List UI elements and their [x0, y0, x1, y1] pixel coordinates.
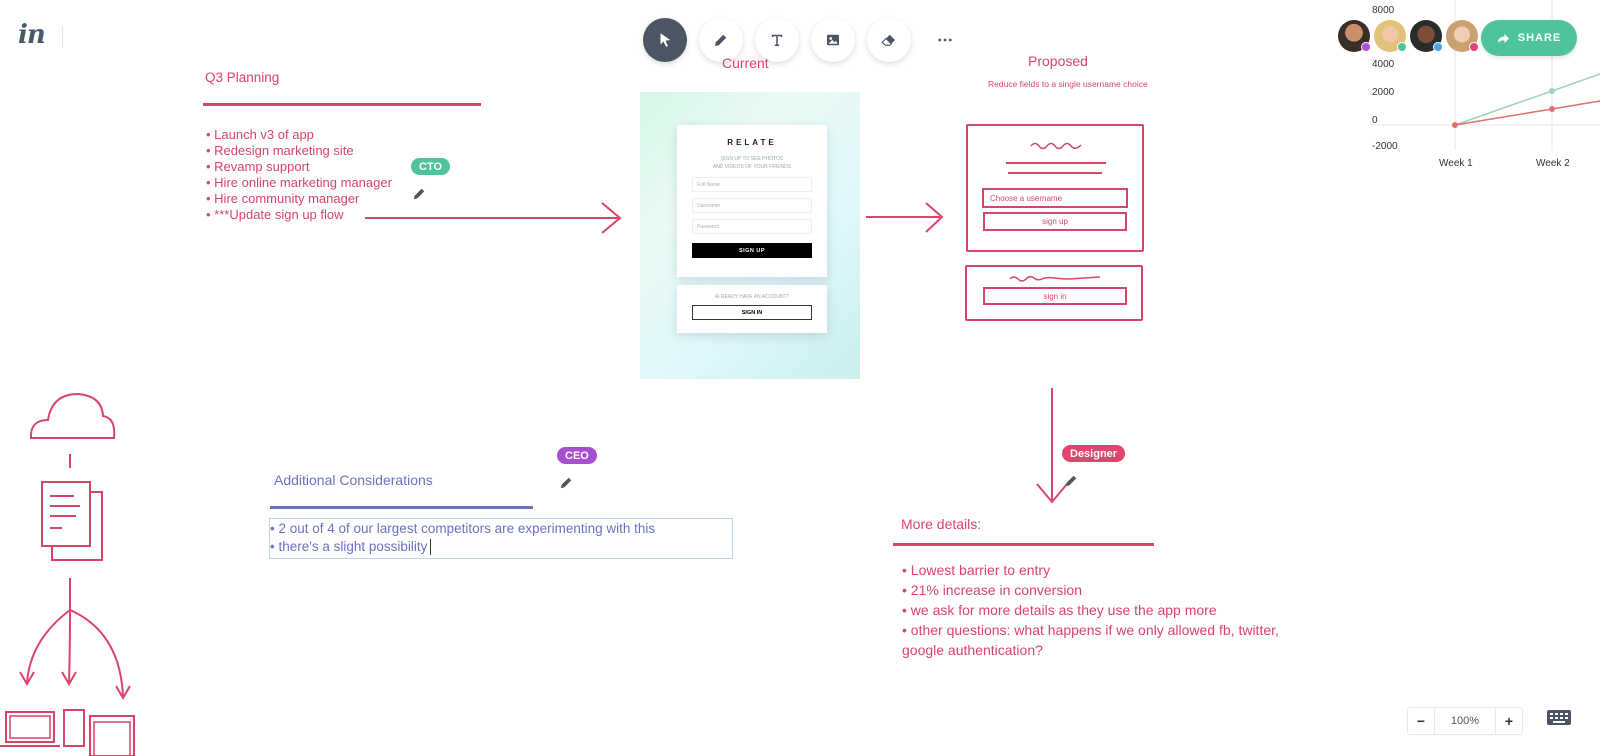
- more-icon: [938, 38, 952, 42]
- zoom-in-button[interactable]: +: [1504, 713, 1514, 729]
- share-arrow-icon: [1497, 33, 1509, 43]
- share-button[interactable]: SHARE: [1481, 20, 1577, 56]
- signin-card: ALREADY HAVE AN ACCOUNT? SIGN IN: [677, 285, 827, 333]
- chart-y-tick: 0: [1372, 115, 1378, 126]
- list-item: • Hire community manager: [206, 191, 360, 206]
- more-details-list[interactable]: • Lowest barrier to entry • 21% increase…: [902, 560, 1322, 660]
- relate-logo: RELATE: [727, 138, 777, 147]
- chart-y-tick: -2000: [1372, 141, 1398, 152]
- chart-point: [1549, 88, 1555, 94]
- considerations-text-editor[interactable]: • 2 out of 4 of our largest competitors …: [269, 518, 733, 559]
- pen-tool-button[interactable]: [699, 18, 743, 62]
- cursor-icon: [660, 33, 671, 47]
- more-details-underline: [893, 543, 1154, 546]
- presence-dot: [1433, 42, 1443, 52]
- logo-divider: [62, 26, 63, 48]
- q3-underline: [203, 103, 481, 106]
- list-item: • 21% increase in conversion: [902, 582, 1082, 598]
- avatar[interactable]: [1374, 20, 1407, 52]
- current-label[interactable]: Current: [722, 55, 769, 71]
- list-item: • Hire online marketing manager: [206, 175, 392, 190]
- signup-subtitle-line: AND VIDEOS OF YOUR FRIENDS: [712, 164, 792, 170]
- eraser-icon: [881, 34, 895, 46]
- q3-planning-title[interactable]: Q3 Planning: [205, 70, 280, 85]
- zoom-out-button[interactable]: −: [1416, 713, 1426, 729]
- chart-point: [1549, 106, 1555, 112]
- list-item: • Revamp support: [206, 159, 310, 174]
- proposed-signin-wireframe[interactable]: sign in: [965, 265, 1143, 321]
- chart-x-tick: Week 1: [1439, 158, 1473, 169]
- considerations-line: • 2 out of 4 of our largest competitors …: [270, 521, 656, 536]
- additional-considerations-title[interactable]: Additional Considerations: [274, 472, 433, 488]
- collaborator-pencil-icon: [559, 476, 573, 495]
- q3-list[interactable]: • Launch v3 of app • Redesign marketing …: [206, 127, 392, 223]
- password-field: Password: [692, 219, 812, 234]
- more-details-title[interactable]: More details:: [901, 516, 982, 532]
- select-tool-button[interactable]: [643, 18, 687, 62]
- ceo-cursor-badge: CEO: [557, 447, 597, 464]
- list-item: • other questions: what happens if we on…: [902, 622, 1279, 658]
- cto-cursor-badge: CTO: [411, 158, 451, 175]
- collaborator-pencil-icon: [1064, 474, 1078, 493]
- wireframe-signin-button: sign in: [983, 287, 1127, 305]
- scribble-line: [1006, 162, 1106, 164]
- mini-line-chart: 8000 4000 2000 0 -2000 Week 1 Week 2: [1372, 0, 1600, 169]
- keyboard-shortcuts-icon[interactable]: [1546, 707, 1572, 729]
- chart-y-tick: 8000: [1372, 5, 1395, 16]
- presence-dot: [1361, 42, 1371, 52]
- full-name-field: Full Name: [692, 177, 812, 192]
- invision-logo[interactable]: in: [18, 20, 46, 50]
- cloud-sketch: [29, 392, 116, 439]
- list-item: • Redesign marketing site: [206, 143, 354, 158]
- image-icon: [827, 34, 839, 46]
- proposed-subtitle[interactable]: Reduce fields to a single username choic…: [988, 79, 1148, 89]
- have-account-text: ALREADY HAVE AN ACCOUNT?: [714, 294, 790, 300]
- more-tools-button[interactable]: [923, 18, 967, 62]
- share-label: SHARE: [1517, 32, 1562, 44]
- scribble-title: [1009, 275, 1101, 282]
- presence-dot: [1397, 42, 1407, 52]
- proposed-signup-wireframe[interactable]: Choose a username sign up: [966, 124, 1144, 252]
- considerations-line-editing: • there's a slight possibility: [270, 538, 732, 556]
- choose-username-input: Choose a username: [982, 188, 1128, 208]
- signin-button: SIGN IN: [692, 305, 812, 320]
- chart-y-tick: 2000: [1372, 87, 1395, 98]
- signup-button: SIGN UP: [692, 243, 812, 258]
- current-signup-screenshot[interactable]: RELATE SIGN UP TO SEE PHOTOS AND VIDEOS …: [640, 92, 860, 379]
- text-tool-button[interactable]: [755, 18, 799, 62]
- chart-x-tick: Week 2: [1536, 158, 1570, 169]
- zoom-control: − 100% +: [1407, 707, 1523, 735]
- avatar[interactable]: [1446, 20, 1479, 52]
- designer-cursor-badge: Designer: [1062, 445, 1126, 462]
- list-item: • we ask for more details as they use th…: [902, 602, 1217, 618]
- proposed-label[interactable]: Proposed: [1028, 53, 1088, 69]
- text-caret: [430, 539, 432, 556]
- presence-dot: [1469, 42, 1479, 52]
- eraser-tool-button[interactable]: [867, 18, 911, 62]
- image-tool-button[interactable]: [811, 18, 855, 62]
- username-field: Username: [692, 198, 812, 213]
- chart-point: [1452, 122, 1458, 128]
- considerations-underline: [270, 506, 533, 509]
- signup-subtitle-line: SIGN UP TO SEE PHOTOS: [720, 156, 784, 162]
- collaborator-avatars: [1338, 20, 1479, 52]
- collaborator-pencil-icon: [412, 187, 426, 206]
- avatar[interactable]: [1410, 20, 1443, 52]
- avatar[interactable]: [1338, 20, 1371, 52]
- zoom-level: 100%: [1434, 708, 1496, 734]
- scribble-line: [1008, 172, 1102, 174]
- pencil-icon: [715, 34, 727, 46]
- signup-card: RELATE SIGN UP TO SEE PHOTOS AND VIDEOS …: [677, 125, 827, 277]
- signup-subtitle: SIGN UP TO SEE PHOTOS AND VIDEOS OF YOUR…: [677, 155, 827, 171]
- text-icon: [771, 34, 783, 46]
- wireframe-signup-button: sign up: [983, 212, 1127, 231]
- list-item: • ***Update sign up flow: [206, 207, 344, 222]
- considerations-line: • there's a slight possibility: [270, 539, 428, 554]
- list-item: • Launch v3 of app: [206, 127, 314, 142]
- chart-y-tick: 4000: [1372, 59, 1395, 70]
- drawing-toolbar: [643, 18, 967, 62]
- list-item: • Lowest barrier to entry: [902, 562, 1051, 578]
- scribble-title: [1030, 142, 1082, 150]
